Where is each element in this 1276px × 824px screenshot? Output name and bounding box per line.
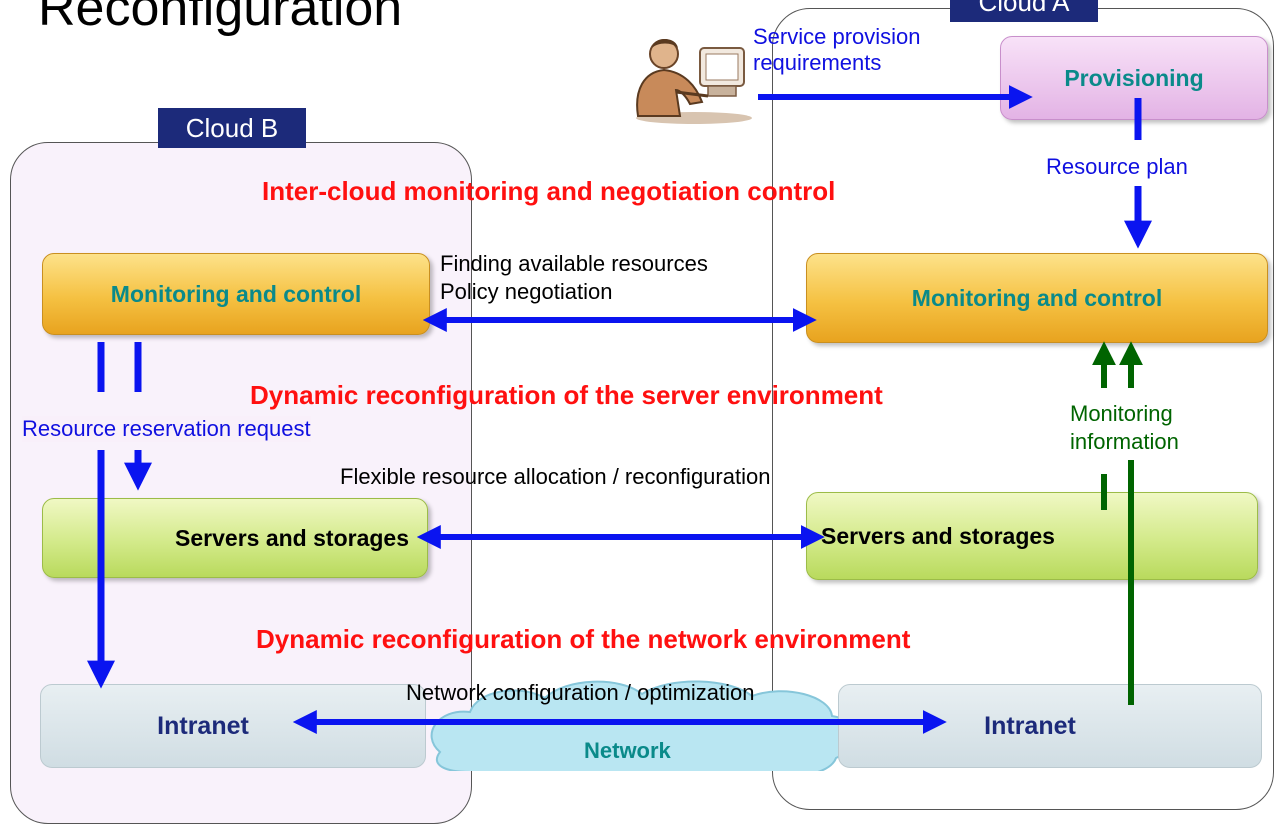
- label-monitoring-info-line1: Monitoring: [1070, 401, 1173, 426]
- cloud-a-tag: Cloud A: [950, 0, 1098, 22]
- label-resource-plan: Resource plan: [1046, 154, 1188, 180]
- label-flexible: Flexible resource allocation / reconfigu…: [340, 464, 771, 489]
- label-service-provision-line2: requirements: [753, 50, 882, 75]
- provisioning-box[interactable]: Provisioning: [1000, 36, 1268, 120]
- monitoring-control-b[interactable]: Monitoring and control: [42, 253, 430, 335]
- label-monitoring-info-line2: information: [1070, 429, 1179, 454]
- heading-network-env: Dynamic reconfiguration of the network e…: [256, 624, 911, 654]
- heading-server-env: Dynamic reconfiguration of the server en…: [250, 380, 883, 410]
- cloud-b-tag: Cloud B: [158, 108, 306, 148]
- servers-storages-b[interactable]: Servers and storages: [42, 498, 428, 578]
- network-label: Network: [584, 738, 671, 763]
- label-monitoring-info: Monitoring information: [1070, 400, 1179, 456]
- arrows-layer: [87, 85, 1152, 734]
- person-at-computer-icon: [636, 39, 752, 124]
- heading-intercloud: Inter-cloud monitoring and negotiation c…: [262, 176, 836, 206]
- label-service-provision: Service provision requirements: [753, 24, 921, 76]
- servers-storages-a[interactable]: Servers and storages: [806, 492, 1258, 580]
- label-finding-line1: Finding available resources: [440, 251, 708, 276]
- label-finding: Finding available resources Policy negot…: [440, 250, 708, 306]
- label-finding-line2: Policy negotiation: [440, 279, 613, 304]
- monitoring-control-a[interactable]: Monitoring and control: [806, 253, 1268, 343]
- label-reservation: Resource reservation request: [22, 416, 311, 442]
- page-title: Reconfiguration: [38, 0, 403, 37]
- label-service-provision-line1: Service provision: [753, 24, 921, 49]
- label-network-config: Network configuration / optimization: [406, 680, 755, 705]
